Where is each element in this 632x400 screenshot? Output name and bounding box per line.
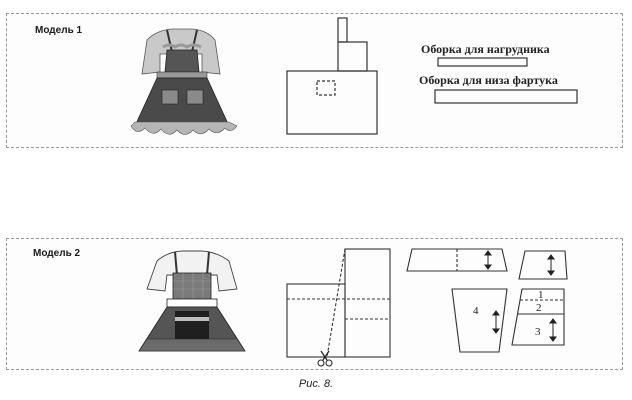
figure-caption: Рис. 8. bbox=[298, 378, 334, 390]
double-arrow-icon bbox=[549, 318, 557, 342]
double-arrow-icon bbox=[484, 250, 492, 270]
panel-model-1: Модель 1 bbox=[6, 13, 623, 148]
piece-number-1: 1 bbox=[538, 289, 544, 301]
piece-number-3: 3 bbox=[535, 326, 541, 338]
piece-number-2: 2 bbox=[536, 302, 542, 314]
ruffle-bib-strip bbox=[437, 57, 528, 67]
pattern-piece-4 bbox=[451, 288, 508, 353]
double-arrow-icon bbox=[492, 310, 500, 334]
pattern-pieces-1-3 bbox=[511, 288, 565, 346]
double-arrow-icon bbox=[547, 254, 555, 276]
piece-number-4: 4 bbox=[473, 305, 479, 317]
ruffle-bib-label: Оборка для нагрудника bbox=[421, 42, 550, 56]
strip-piece-left bbox=[406, 248, 508, 272]
model-2-main-pattern bbox=[286, 248, 391, 358]
panel-title-model-1: Модель 1 bbox=[35, 25, 83, 36]
strip-piece-right bbox=[518, 250, 568, 280]
panel-title-model-2: Модель 2 bbox=[33, 248, 81, 259]
scissors-icon bbox=[317, 350, 333, 367]
apron-2-illustration bbox=[138, 250, 246, 352]
ruffle-bottom-strip bbox=[434, 89, 578, 104]
model-2-drawing bbox=[138, 248, 568, 367]
apron-1-illustration bbox=[130, 28, 238, 135]
ruffle-bottom-label: Оборка для низа фартука bbox=[419, 73, 558, 87]
panel-model-2: Модель 2 bbox=[6, 238, 623, 370]
model-1-pattern bbox=[286, 17, 378, 135]
model-1-drawing bbox=[130, 17, 578, 135]
